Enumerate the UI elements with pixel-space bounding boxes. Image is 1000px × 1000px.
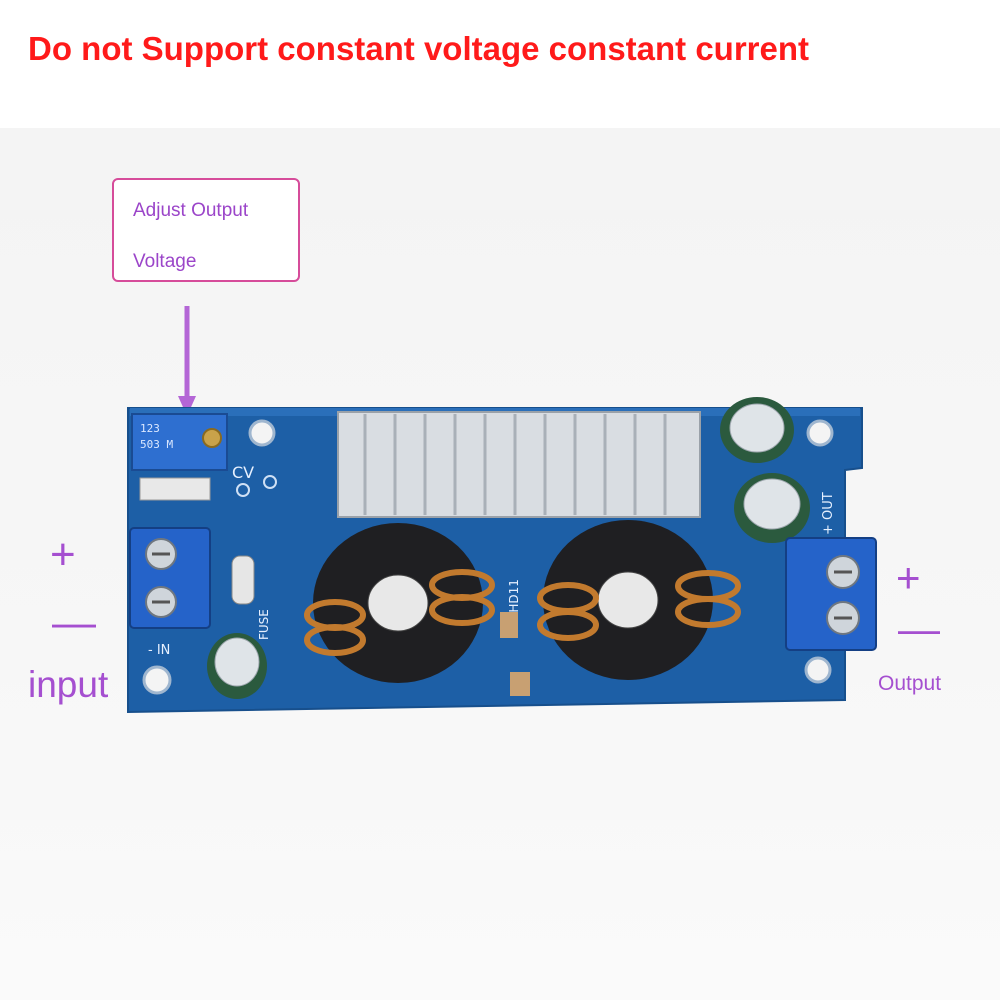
fuse [231,555,255,605]
potentiometer-screw [202,428,222,448]
mount-hole-bottom-left [142,665,172,695]
mount-hole-top-right [806,419,834,447]
smd-component-2 [510,672,530,696]
capacitor-top-cap [729,403,785,453]
pot-marking-1: 123 [140,422,160,435]
copper-windings [304,569,741,656]
heatsink-fins [363,414,667,515]
output-plus-sign: + [896,554,921,601]
callout-line-2: Voltage [133,251,197,272]
headline-warning: Do not Support constant voltage constant… [28,30,810,67]
smd-component-1 [500,612,518,638]
output-label: Output [878,672,942,695]
capacitor-bottom-left-cap [214,637,260,687]
input-plus-sign: + [50,530,76,579]
input-minus-sign: — [52,598,96,647]
callout-line-1: Adjust Output [133,200,249,221]
inductor-right-hole [597,571,659,629]
adjust-voltage-callout: Adjust Output Voltage [112,178,300,282]
mount-hole-bottom-right [804,656,832,684]
inductor-left-hole [367,574,429,632]
fuse-label: FUSE [257,609,271,640]
capacitor-middle-cap [743,478,801,530]
output-terminal-block [785,537,877,651]
pad-1 [236,483,250,497]
chip-label: YHD11 [507,579,521,621]
callout-arrow-head [178,396,196,416]
cv-label: CV [232,463,254,482]
mount-hole-top-left [248,419,276,447]
out-label: + OUT [821,492,836,535]
in-label: - IN [148,643,170,658]
pot-connector [139,477,211,501]
pad-2 [263,475,277,489]
input-label: input [28,664,109,705]
output-minus-sign: — [898,605,940,652]
heatsink [337,411,701,518]
pot-marking-2: 503 M [140,438,173,451]
